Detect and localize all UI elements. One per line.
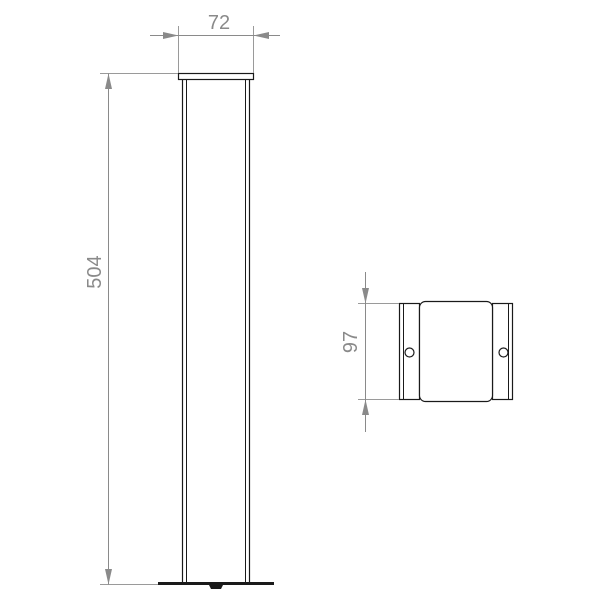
bracket-left-flange	[398, 302, 421, 401]
depth-dimension-label: 97	[340, 331, 362, 353]
bracket-body	[418, 300, 494, 403]
depth-arrow-bottom	[362, 399, 369, 415]
width-dimension: 72	[150, 12, 280, 73]
post-base-plate	[158, 582, 274, 585]
width-dimension-label: 72	[208, 12, 230, 34]
front-view-post	[158, 72, 274, 589]
height-dimension: 504	[84, 73, 178, 585]
post-top-cap	[177, 72, 255, 81]
width-arrow-left	[163, 32, 179, 39]
bracket-right-hole	[498, 347, 509, 358]
top-view-bracket	[398, 300, 514, 403]
bracket-left-hole	[404, 347, 415, 358]
width-arrow-right	[253, 32, 269, 39]
bracket-right-flange	[491, 302, 514, 401]
depth-arrow-top	[362, 288, 369, 304]
height-arrow-top	[105, 73, 112, 89]
post-anchor-bolt	[209, 585, 223, 589]
height-dimension-label: 504	[84, 255, 106, 288]
height-arrow-bottom	[105, 569, 112, 585]
depth-dimension: 97	[340, 272, 399, 432]
